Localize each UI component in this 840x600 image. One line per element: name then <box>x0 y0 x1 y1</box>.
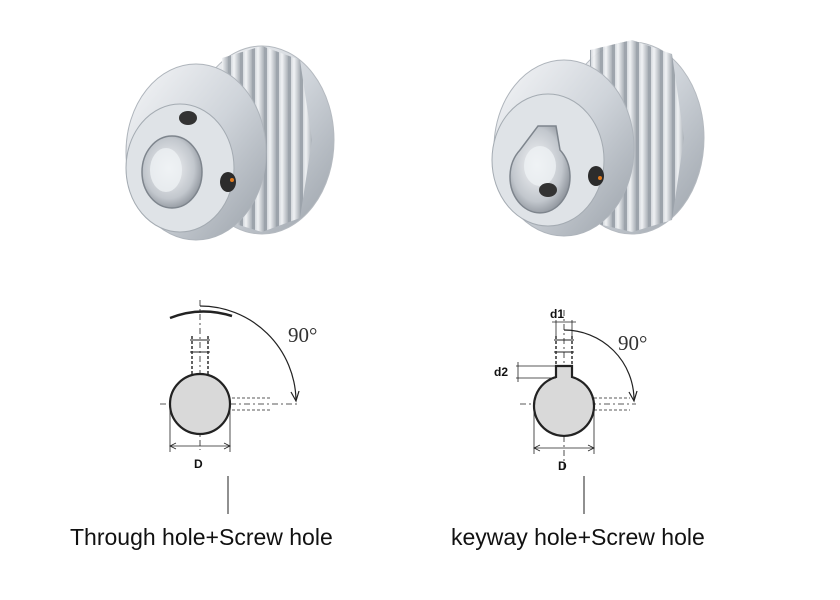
keyway-hole-angle-label: 90° <box>618 331 647 355</box>
keyway-hole-caption: keyway hole+Screw hole <box>451 524 705 550</box>
set-screw-side <box>220 172 236 192</box>
keyway-hole-diagram <box>516 310 638 514</box>
pulley-keyway-hole-photo <box>491 40 705 237</box>
set-screw-bottom <box>539 183 557 197</box>
pulley-through-hole-photo <box>125 45 335 241</box>
set-screw-side <box>588 166 604 186</box>
through-hole-diagram <box>160 300 300 514</box>
keyway-depth-label: d2 <box>494 365 508 379</box>
keyway-hole-diameter-label: D <box>558 459 567 473</box>
set-screw-top <box>179 111 197 125</box>
through-hole-caption: Through hole+Screw hole <box>70 524 333 550</box>
keyway-width-label: d1 <box>550 307 564 321</box>
through-hole-diameter-label: D <box>194 457 203 471</box>
through-hole-angle-label: 90° <box>288 323 317 347</box>
